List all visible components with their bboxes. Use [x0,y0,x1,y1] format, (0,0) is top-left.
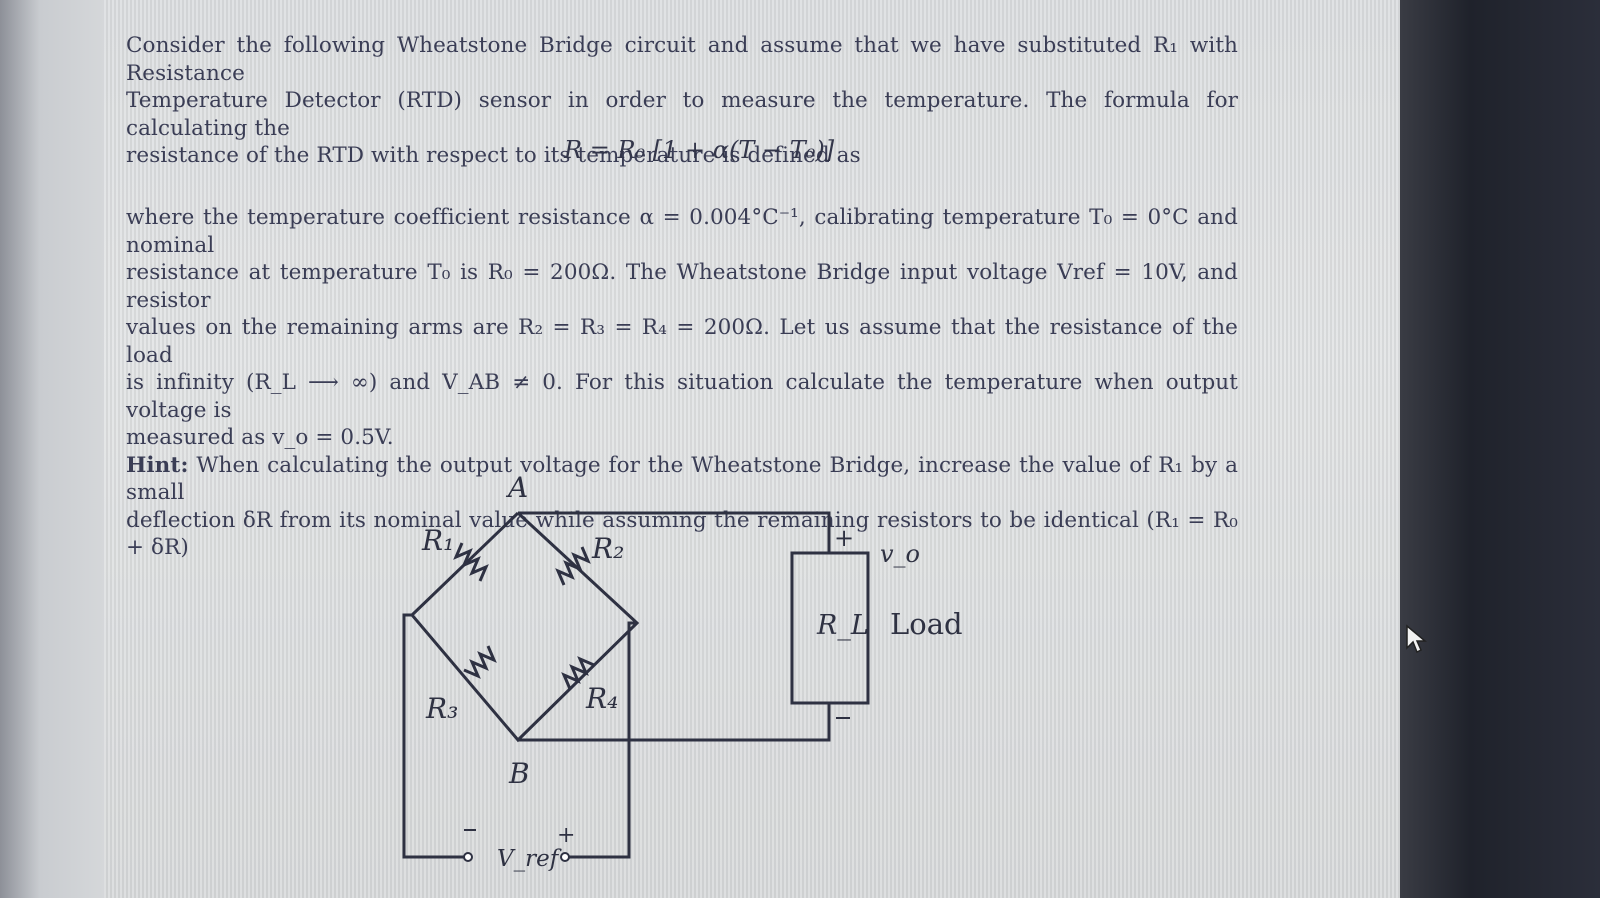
hint-label: Hint: [126,452,189,478]
hint-text: When calculating the output voltage for … [126,452,1238,506]
mouse-pointer-icon [1406,624,1427,654]
resistor-r2-symbol [555,546,591,586]
source-plus-label: + [557,823,575,848]
vref-label: V_ref [497,846,562,872]
wire [518,704,831,742]
wire [569,621,637,859]
text-line: deflection δR from its nominal value whi… [126,507,1238,561]
resistor-r4-symbol [561,656,595,690]
output-plus-label: + [834,524,854,552]
wire [518,511,831,553]
text-line: resistance of the RTD with respect to it… [126,143,861,168]
vo-label: v_o [880,540,920,568]
text-line: resistance at temperature T₀ is R₀ = 200… [126,260,1238,313]
document-page: Consider the following Wheatstone Bridge… [104,0,1400,898]
r2-label: R₂ [591,532,624,565]
node-a-label: A [505,471,528,504]
problem-parameters: where the temperature coefficient resist… [126,204,1238,562]
terminal-minus [463,852,473,862]
text-line: Consider the following Wheatstone Bridge… [126,33,1238,86]
text-line: values on the remaining arms are R₂ = R₃… [126,315,1238,368]
r3-label: R₃ [425,692,458,725]
wheatstone-bridge-diagram: A B R₁ R₂ R₃ R₄ R_L Load v_o + V_ref + [402,471,963,872]
rl-label: R_L [816,610,869,641]
text-line: where the temperature coefficient resist… [126,205,1238,258]
wire [402,613,464,859]
load-label: Load [890,607,963,641]
terminal-plus [560,852,570,862]
text-line: is infinity (R_L ⟶ ∞) and V_AB ≠ 0. For … [126,370,1238,423]
node-b-label: B [508,757,530,790]
hint-line: Hint: When calculating the output voltag… [126,452,1238,507]
resistor-r1-symbol [453,542,489,582]
rtd-formula: R = R₀ [1 + α(T − T₀)] [564,136,835,164]
r4-label: R₄ [585,682,618,715]
r1-label: R₁ [421,524,454,557]
resistor-r3-symbol [463,645,497,679]
text-line: measured as v_o = 0.5V. [126,425,394,450]
problem-intro: Consider the following Wheatstone Bridge… [126,32,1238,170]
load-resistor-box [790,551,870,705]
text-line: Temperature Detector (RTD) sensor in ord… [126,88,1238,141]
